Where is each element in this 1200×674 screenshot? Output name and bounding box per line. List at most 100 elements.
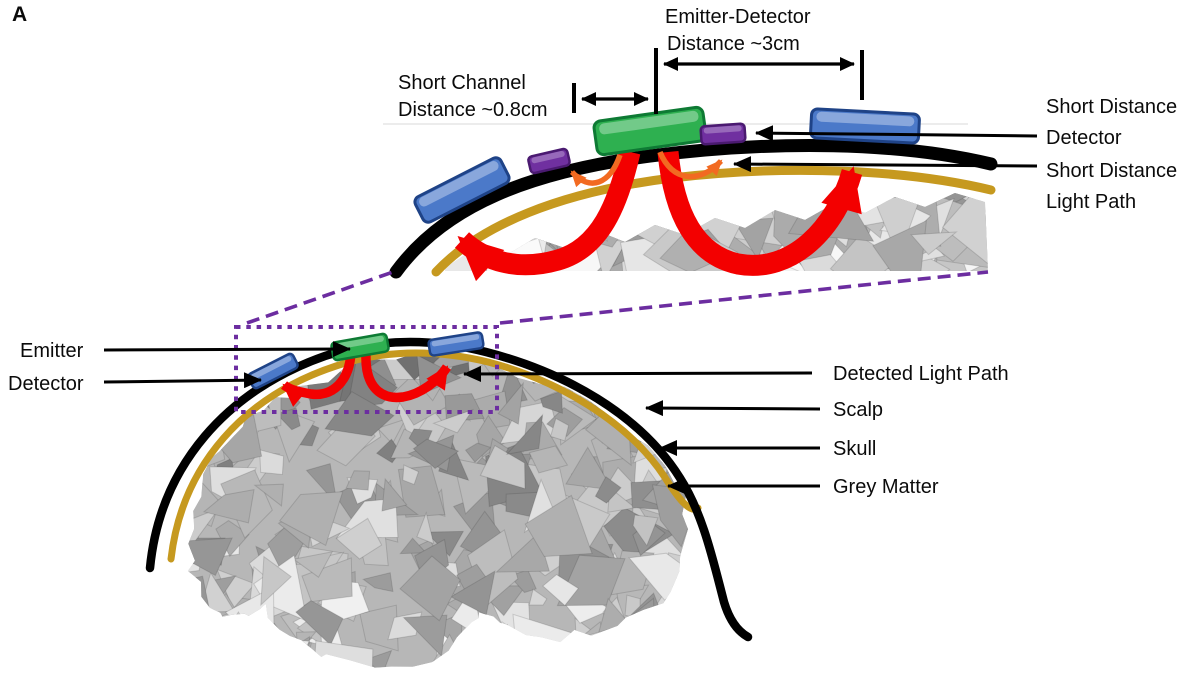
optode-highlight bbox=[816, 111, 915, 127]
facet bbox=[335, 517, 383, 560]
emitter-label: Emitter bbox=[20, 340, 84, 362]
emitter-optode-inset bbox=[592, 105, 708, 157]
facet bbox=[747, 193, 808, 207]
facet bbox=[432, 408, 474, 434]
facet bbox=[273, 641, 313, 668]
facet bbox=[634, 392, 676, 429]
short-distance-detector-arrow bbox=[755, 125, 1038, 142]
facet bbox=[345, 470, 371, 491]
light-path-arc-main-right bbox=[361, 354, 451, 403]
facet bbox=[456, 623, 509, 664]
detector-optode-inset-right bbox=[809, 107, 921, 145]
facet bbox=[624, 594, 641, 620]
detector-label: Detector bbox=[8, 373, 84, 395]
facet bbox=[235, 649, 284, 668]
facet bbox=[278, 491, 344, 547]
facet bbox=[651, 380, 689, 427]
facet bbox=[292, 551, 334, 578]
facet bbox=[202, 488, 255, 524]
facet bbox=[216, 611, 262, 652]
facet bbox=[228, 635, 274, 668]
facet bbox=[210, 352, 246, 394]
facet bbox=[528, 445, 569, 474]
facet bbox=[549, 417, 570, 442]
zoom-rectangle bbox=[234, 325, 499, 414]
facet bbox=[187, 575, 214, 627]
scalp-curve-inset bbox=[389, 139, 998, 279]
facet bbox=[365, 649, 393, 668]
emitter-detector-distance-label-line1: Emitter-Detector bbox=[665, 6, 811, 28]
facet bbox=[206, 611, 235, 640]
facet bbox=[399, 537, 428, 555]
short-channel-distance-label-line1: Short Channel bbox=[398, 72, 526, 94]
facet bbox=[458, 654, 478, 668]
facet bbox=[190, 632, 242, 668]
detected-light-path-label: Detected Light Path bbox=[833, 363, 1009, 385]
facet bbox=[542, 573, 580, 607]
facet bbox=[506, 634, 539, 663]
facet bbox=[656, 607, 688, 654]
facet bbox=[632, 514, 659, 547]
facet bbox=[504, 649, 545, 668]
short-distance-light-path-arc-left bbox=[569, 154, 623, 188]
top-inset: Emitter-Detector Distance ~3cm Short Cha… bbox=[383, 6, 1177, 282]
scalp-label: Scalp bbox=[833, 399, 883, 421]
facet bbox=[910, 231, 958, 256]
facet bbox=[187, 352, 228, 375]
short-channel-distance-label-line2: Distance ~0.8cm bbox=[398, 99, 548, 121]
grey-matter-brain bbox=[187, 352, 689, 668]
facet bbox=[466, 632, 499, 656]
facet bbox=[402, 614, 448, 658]
bottom-figure: Emitter Detector Detected Light Path Sca… bbox=[8, 270, 1009, 668]
facet bbox=[362, 572, 394, 593]
optode-highlight bbox=[703, 125, 742, 134]
facet bbox=[594, 475, 622, 504]
facet bbox=[187, 360, 223, 397]
facet bbox=[187, 352, 236, 391]
skull-label: Skull bbox=[833, 438, 876, 460]
facet bbox=[197, 352, 241, 402]
short-distance-detector-label-line1: Short Distance bbox=[1046, 96, 1177, 118]
zoom-connector-left bbox=[246, 270, 394, 325]
optode-highlight bbox=[531, 150, 565, 164]
facet bbox=[674, 628, 689, 653]
detected-light-path-arrow bbox=[463, 365, 813, 382]
short-distance-light-path-label-line2: Light Path bbox=[1046, 191, 1136, 213]
facet bbox=[253, 483, 284, 507]
zoom-connector-right bbox=[499, 270, 989, 325]
facet bbox=[236, 638, 271, 659]
facet bbox=[622, 352, 676, 393]
facet bbox=[497, 381, 525, 425]
detected-light-path-arc-inset-right bbox=[657, 150, 863, 276]
facet bbox=[941, 193, 988, 271]
facet bbox=[660, 642, 689, 668]
facet bbox=[376, 418, 407, 445]
facet bbox=[539, 390, 563, 414]
facet bbox=[571, 626, 639, 668]
facet bbox=[634, 634, 659, 660]
facet bbox=[720, 193, 759, 226]
emitter-arrow bbox=[103, 341, 351, 358]
facet bbox=[565, 446, 614, 491]
facet bbox=[202, 352, 236, 383]
facet bbox=[606, 629, 670, 668]
scalp-arrow bbox=[645, 400, 821, 417]
short-distance-light-path-label-line1: Short Distance bbox=[1046, 160, 1177, 182]
facet bbox=[412, 438, 460, 470]
facet bbox=[187, 604, 205, 629]
short-distance-detector-optode-left bbox=[527, 147, 571, 175]
facet bbox=[651, 484, 689, 548]
short-distance-light-path-arc-right bbox=[657, 150, 724, 180]
scalp-curve bbox=[145, 337, 753, 642]
facet bbox=[773, 193, 817, 219]
detector-optode-inset-left bbox=[413, 156, 511, 224]
skull-curve bbox=[167, 349, 702, 563]
facet bbox=[872, 219, 927, 271]
facet bbox=[598, 356, 661, 399]
optode-highlight bbox=[419, 161, 499, 207]
facet bbox=[613, 352, 655, 366]
facet bbox=[399, 555, 461, 622]
facet bbox=[187, 537, 233, 577]
facet bbox=[295, 600, 344, 646]
